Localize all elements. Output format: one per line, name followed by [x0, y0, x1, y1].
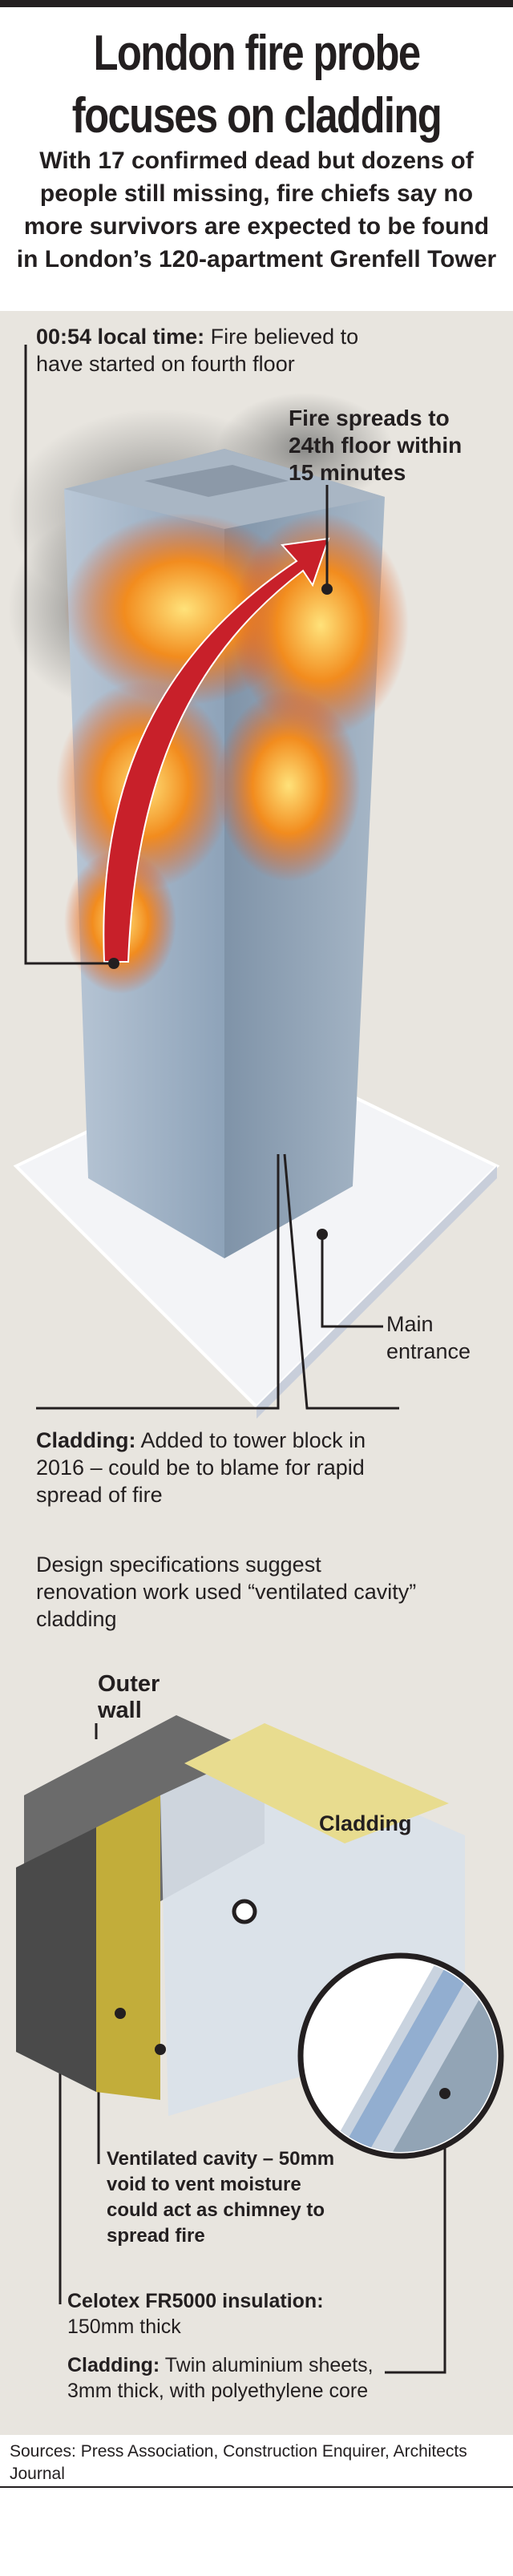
title-line-1: London fire probe	[93, 26, 421, 81]
subtitle: With 17 confirmed dead but dozens of peo…	[16, 147, 497, 273]
leader-lines	[24, 345, 446, 2374]
cladding-note-text: Added to tower block in 2016 – could be …	[36, 1428, 366, 1507]
fire-start-label: 00:54 local time: Fire believed to have …	[36, 323, 405, 378]
cladding-cross-section	[16, 1715, 504, 2159]
page-title: London fire probe focuses on cladding	[46, 22, 467, 147]
sources: Sources: Press Association, Construction…	[10, 2442, 467, 2483]
ventilated-cavity-label: Ventilated cavity – 50mm void to vent mo…	[107, 2148, 335, 2247]
bottom-rule	[0, 2486, 513, 2488]
cladding-note-bold: Cladding:	[36, 1428, 136, 1452]
cladding-tag-label: Cladding	[319, 1811, 412, 1835]
celotex-label: Celotex FR5000 insulation: 150mm thick	[67, 2288, 372, 2340]
fire	[56, 513, 409, 994]
cladding-spec-text: Twin aluminium sheets, 3mm thick, with p…	[67, 2354, 374, 2402]
top-rule	[0, 0, 513, 7]
spread-arrow	[103, 537, 330, 963]
fire-start-time: 00:54 local time:	[36, 325, 205, 349]
main-entrance-label: Main entrance	[386, 1312, 471, 1363]
design-spec-note: Design specifications suggest renovation…	[36, 1552, 417, 1631]
celotex-text: 150mm thick	[67, 2316, 181, 2338]
fire-start-text: Fire believed to have started on fourth …	[36, 325, 359, 376]
title-line-2: focuses on cladding	[71, 88, 442, 143]
fire-spread-label: Fire spreads to 24th floor within 15 min…	[289, 406, 463, 485]
cladding-note: Cladding: Added to tower block in 2016 –…	[36, 1427, 413, 1508]
cladding-spec-label: Cladding: Twin aluminium sheets, 3mm thi…	[67, 2352, 380, 2404]
cladding-spec-bold: Cladding:	[67, 2354, 160, 2376]
celotex-bold: Celotex FR5000 insulation:	[67, 2290, 324, 2312]
outer-wall-label: Outer wall	[98, 1671, 160, 1723]
